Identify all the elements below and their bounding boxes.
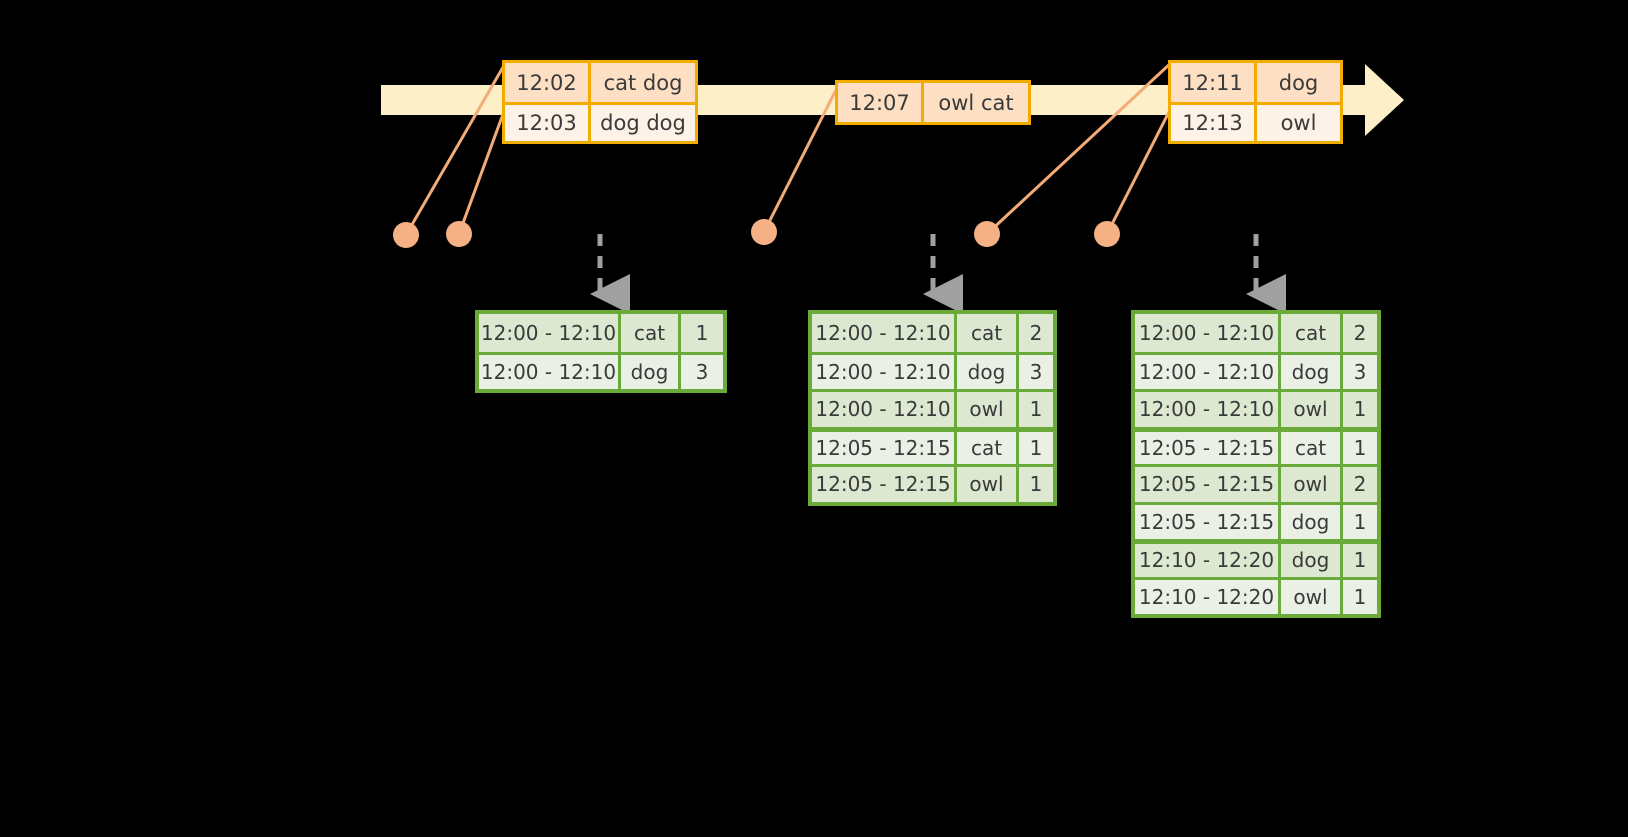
event-words: cat dog bbox=[591, 63, 695, 102]
window-cell: 12:00 - 12:10 bbox=[1135, 392, 1281, 427]
window-cell: 12:05 - 12:15 bbox=[1135, 504, 1281, 539]
key-cell: owl bbox=[1281, 392, 1343, 427]
count-cell: 2 bbox=[1343, 314, 1377, 352]
window-cell: 12:05 - 12:15 bbox=[1135, 467, 1281, 502]
count-cell: 1 bbox=[1019, 467, 1053, 502]
count-cell: 1 bbox=[681, 314, 723, 352]
key-cell: owl bbox=[957, 467, 1019, 502]
event-timestamp: 12:07 bbox=[838, 83, 924, 122]
key-cell: dog bbox=[957, 354, 1019, 389]
connector-line bbox=[762, 81, 842, 233]
count-cell: 1 bbox=[1343, 544, 1377, 577]
event-dot bbox=[393, 222, 419, 248]
key-cell: cat bbox=[621, 314, 681, 352]
window-cell: 12:05 - 12:15 bbox=[812, 467, 957, 502]
window-cell: 12:00 - 12:10 bbox=[479, 314, 621, 352]
count-cell: 3 bbox=[681, 354, 723, 389]
count-cell: 1 bbox=[1019, 392, 1053, 427]
event-words: owl bbox=[1257, 105, 1340, 141]
key-cell: dog bbox=[1281, 544, 1343, 577]
key-cell: cat bbox=[1281, 314, 1343, 352]
count-cell: 2 bbox=[1343, 467, 1377, 502]
window-cell: 12:00 - 12:10 bbox=[1135, 314, 1281, 352]
event-timestamp: 12:03 bbox=[505, 105, 591, 141]
window-cell: 12:00 - 12:10 bbox=[812, 392, 957, 427]
connector-line bbox=[1105, 105, 1174, 235]
event-words: owl cat bbox=[924, 83, 1028, 122]
key-cell: cat bbox=[957, 314, 1019, 352]
event-words: dog bbox=[1257, 63, 1340, 102]
key-cell: dog bbox=[1281, 354, 1343, 389]
emit-arrows bbox=[590, 234, 1286, 314]
count-cell: 1 bbox=[1343, 504, 1377, 539]
key-cell: owl bbox=[957, 392, 1019, 427]
window-cell: 12:05 - 12:15 bbox=[1135, 431, 1281, 464]
count-cell: 1 bbox=[1343, 579, 1377, 614]
count-cell: 1 bbox=[1343, 392, 1377, 427]
event-dot bbox=[751, 219, 777, 245]
count-cell: 3 bbox=[1019, 354, 1053, 389]
connector-line bbox=[404, 61, 508, 236]
event-words: dog dog bbox=[591, 105, 695, 141]
key-cell: cat bbox=[957, 431, 1019, 464]
count-cell: 3 bbox=[1343, 354, 1377, 389]
event-dot bbox=[1094, 221, 1120, 247]
key-cell: owl bbox=[1281, 579, 1343, 614]
key-cell: owl bbox=[1281, 467, 1343, 502]
count-cell: 1 bbox=[1343, 431, 1377, 464]
count-cell: 2 bbox=[1019, 314, 1053, 352]
key-cell: cat bbox=[1281, 431, 1343, 464]
window-cell: 12:05 - 12:15 bbox=[812, 431, 957, 464]
event-timestamp: 12:13 bbox=[1171, 105, 1257, 141]
event-timestamp: 12:02 bbox=[505, 63, 591, 102]
connector-line bbox=[457, 105, 508, 235]
event-dots bbox=[393, 219, 1120, 248]
window-cell: 12:00 - 12:10 bbox=[479, 354, 621, 389]
window-cell: 12:10 - 12:20 bbox=[1135, 579, 1281, 614]
count-cell: 1 bbox=[1019, 431, 1053, 464]
event-dot bbox=[446, 221, 472, 247]
window-cell: 12:10 - 12:20 bbox=[1135, 544, 1281, 577]
window-cell: 12:00 - 12:10 bbox=[812, 354, 957, 389]
window-cell: 12:00 - 12:10 bbox=[812, 314, 957, 352]
key-cell: dog bbox=[1281, 504, 1343, 539]
event-timestamp: 12:11 bbox=[1171, 63, 1257, 102]
key-cell: dog bbox=[621, 354, 681, 389]
event-dot bbox=[974, 221, 1000, 247]
window-cell: 12:00 - 12:10 bbox=[1135, 354, 1281, 389]
